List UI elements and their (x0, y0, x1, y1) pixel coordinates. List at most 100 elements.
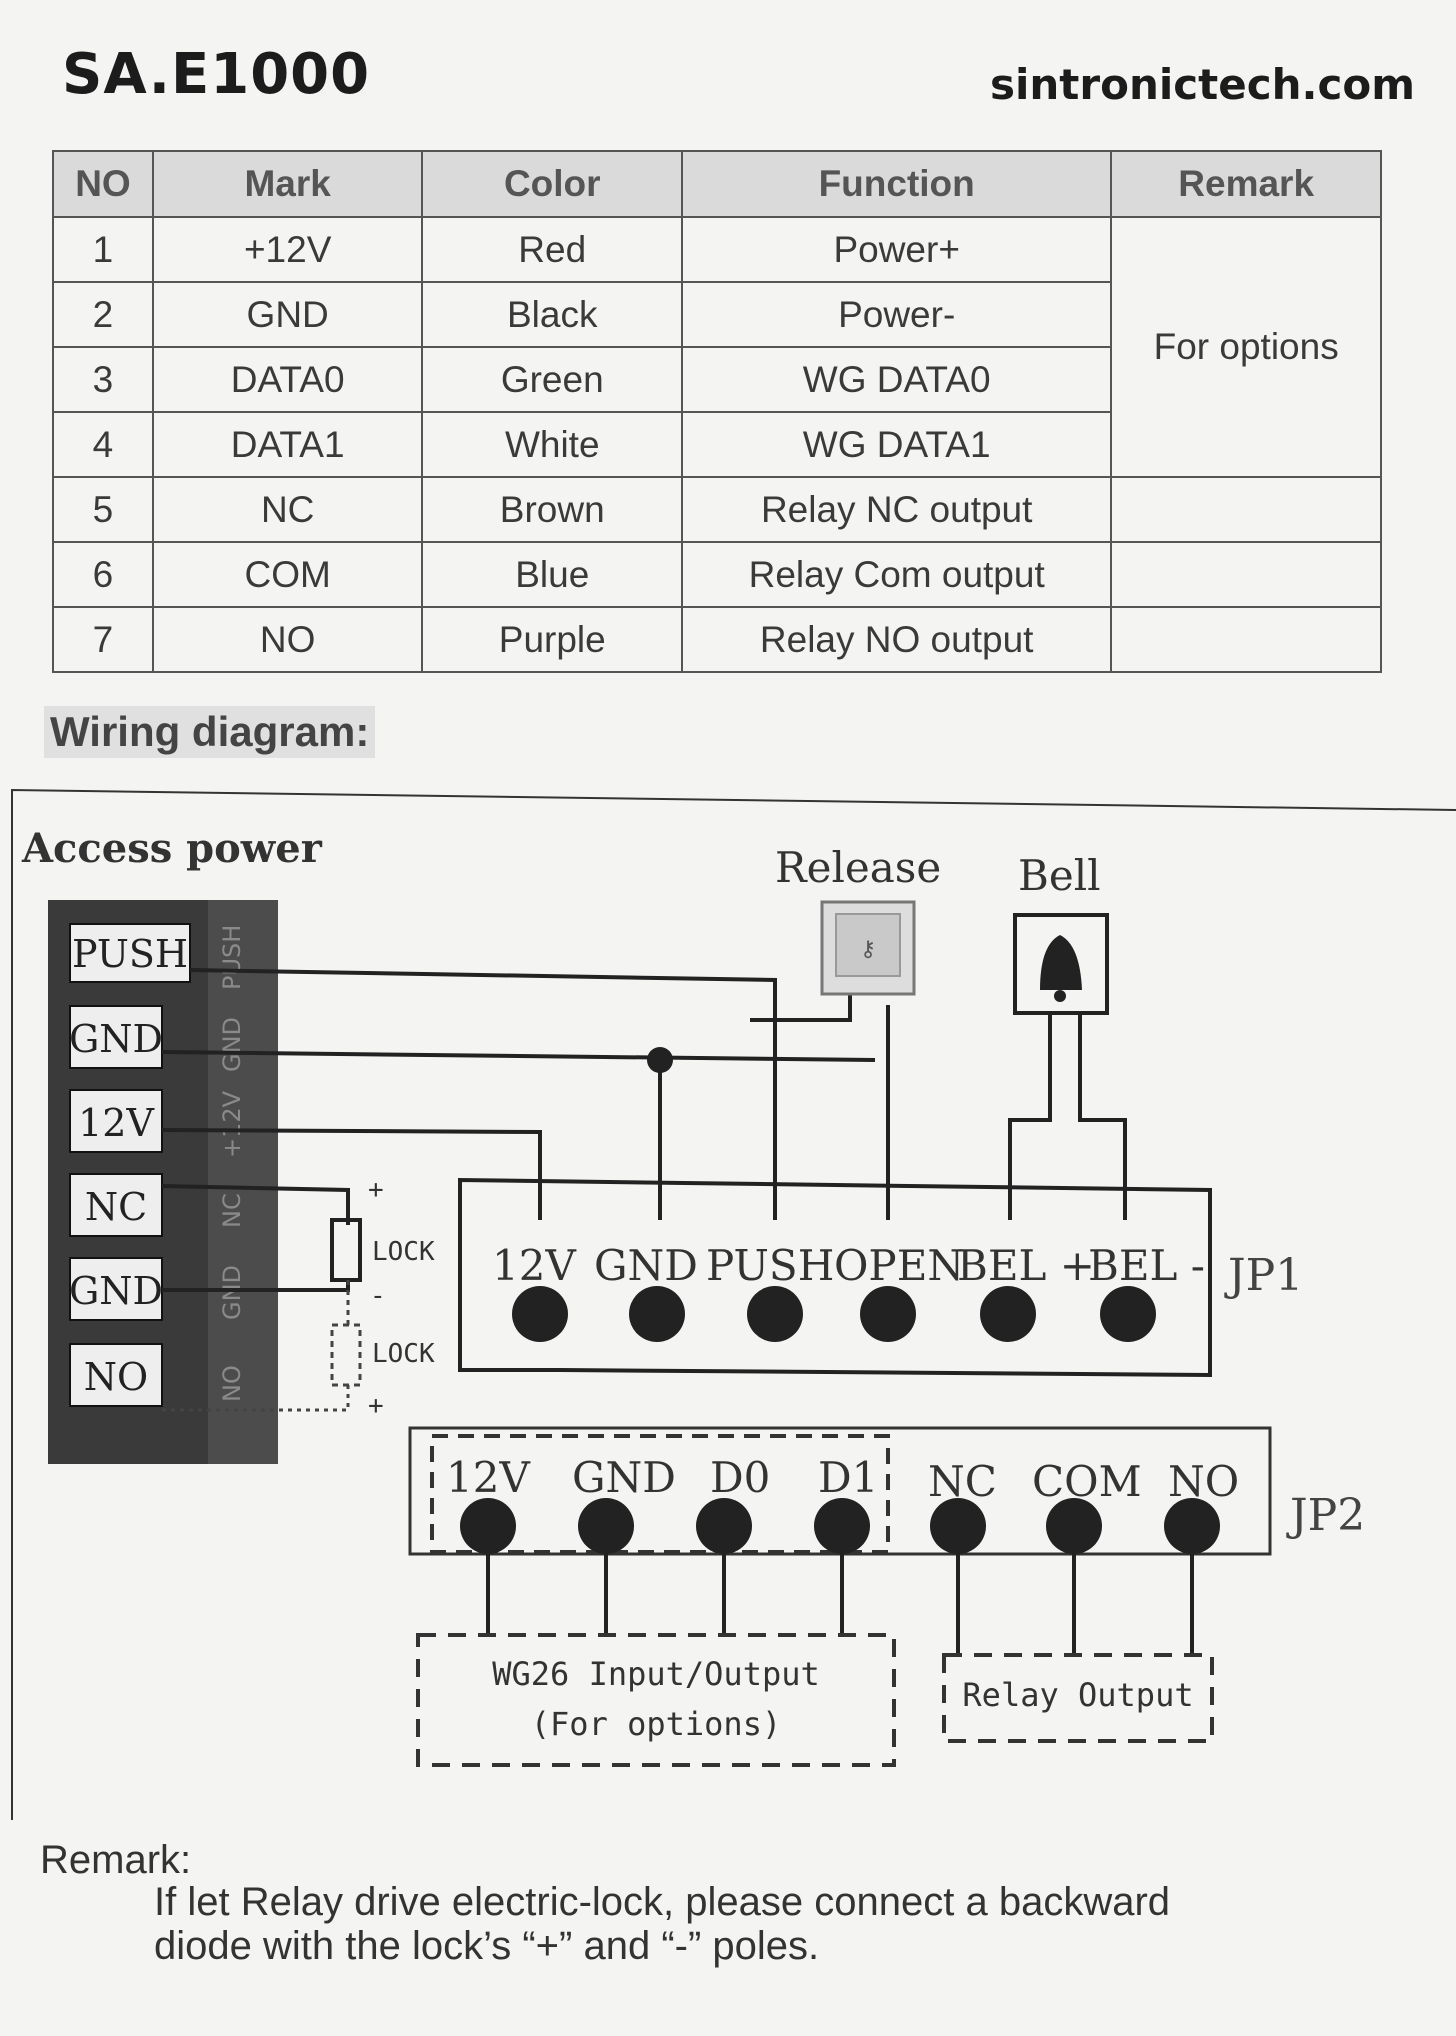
jp2-pin-label: D1 (818, 1453, 878, 1502)
terminal-label: PUSH (72, 932, 188, 976)
cell-function: WG DATA0 (681, 346, 1113, 413)
terminal-gnd-2 (69, 1257, 163, 1321)
cell-mark: +12V (151, 216, 424, 283)
wires (161, 968, 1212, 1378)
jp1-pin (980, 1286, 1036, 1342)
jp2-pin (814, 1498, 870, 1554)
jp2-pin-label: GND (572, 1453, 676, 1502)
lock-label: LOCK (372, 1237, 435, 1267)
cell-remark-empty (1110, 541, 1382, 608)
minus-sign: - (370, 1281, 386, 1311)
bell-device: Bell (1013, 851, 1109, 1015)
jp2-pin (696, 1498, 752, 1554)
cell-no: 6 (52, 541, 154, 608)
table-row: 1 +12V Red Power+ For options (52, 216, 1382, 478)
cell-function: WG DATA1 (681, 411, 1113, 478)
cell-function: Relay NO output (681, 606, 1113, 673)
terminal-label: NO (84, 1355, 148, 1399)
jp2-pin-label: NO (1168, 1457, 1239, 1506)
cell-function: Relay NC output (681, 476, 1113, 543)
jp1-pin (747, 1286, 803, 1342)
terminal-label: GND (69, 1017, 163, 1061)
jp1-pin-label: OPEN (834, 1241, 964, 1290)
lock-solid-icon (330, 1218, 362, 1282)
diagram-frame (11, 788, 1456, 1820)
release-button-device: Release ⚷ (775, 843, 941, 996)
jp2-pin-label: COM (1032, 1457, 1142, 1506)
header-mark: Mark (151, 150, 424, 218)
wire-spec-table: NO Mark Color Function Remark 1 +12V Red… (52, 150, 1382, 673)
table-row: 3 DATA0 Green WG DATA0 (52, 346, 1381, 413)
jp1-pin (629, 1286, 685, 1342)
jp1-label: JP1 (1224, 1250, 1303, 1301)
terminal-push (69, 923, 191, 983)
cell-remark-empty (1110, 476, 1382, 543)
wg26-label: WG26 Input/Output (492, 1655, 820, 1693)
cell-remark-options: For options (1110, 216, 1382, 478)
table-row: 2 GND Black Power- (52, 281, 1381, 348)
cell-function: Relay Com output (681, 541, 1113, 608)
access-power-terminal-block: PUSH GND 12V NC (48, 900, 278, 1248)
remark-heading: Remark: (40, 1838, 192, 1882)
jp1-pin-label: 12V (492, 1241, 576, 1290)
key-icon: ⚷ (860, 937, 876, 962)
side-label: PUSH (218, 925, 246, 990)
lock-dashed-icon (330, 1323, 362, 1387)
terminal-label: 12V (78, 1101, 154, 1145)
jp2-pin (930, 1498, 986, 1554)
table-row: 7 NO Purple Relay NO output (52, 606, 1382, 673)
cell-color: Blue (421, 541, 684, 608)
header-no: NO (52, 150, 154, 218)
website-url: sintronictech.com (990, 60, 1415, 109)
cell-mark: COM (151, 541, 424, 608)
bell-label: Bell (1018, 851, 1101, 900)
terminal-gnd (69, 1005, 163, 1069)
cell-color: Red (421, 216, 684, 283)
jp2-pin-label: 12V (446, 1453, 530, 1502)
document-title: SA.E1000 (62, 42, 371, 107)
cell-remark-empty (1110, 606, 1382, 673)
cell-mark: DATA0 (151, 346, 424, 413)
cell-color: White (421, 411, 684, 478)
side-label: NO (218, 1365, 246, 1402)
jp1-pin-label: BEL - (1088, 1241, 1205, 1290)
cell-no: 7 (52, 606, 154, 673)
junction-dot (647, 1047, 673, 1073)
jp2-pin-label: NC (928, 1457, 997, 1506)
side-label: GND (218, 1017, 246, 1072)
jp2-pin (1046, 1498, 1102, 1554)
cell-no: 1 (52, 216, 154, 283)
terminal-label: GND (69, 1269, 163, 1313)
jp2-pin (578, 1498, 634, 1554)
jp2-pin-label: D0 (710, 1453, 770, 1502)
cell-color: Purple (421, 606, 684, 673)
terminal-label: NC (85, 1185, 147, 1229)
jp1-pin (512, 1286, 568, 1342)
cell-color: Green (421, 346, 684, 413)
jp2-pin (460, 1498, 516, 1554)
wg26-options: (For options) (531, 1705, 781, 1743)
terminal-nc (69, 1173, 163, 1237)
access-power-title: Access power (21, 825, 323, 872)
table-row: 5 NC Brown Relay NC output (52, 476, 1382, 543)
bell-icon (1040, 935, 1082, 990)
wg26-box: WG26 Input/Output (For options) (416, 1633, 896, 1767)
table-row: 4 DATA1 White WG DATA1 (52, 411, 1381, 478)
access-power-terminal-block-lower: GND NO PUSH GND +12V NC GND NO (48, 925, 278, 1464)
lock-symbols: LOCK LOCK + - + (162, 1175, 435, 1421)
lock-label: LOCK (372, 1339, 435, 1369)
remark-text: If let Relay drive electric-lock, please… (154, 1880, 1171, 1968)
table-header-row: NO Mark Color Function Remark (52, 150, 1382, 218)
cell-no: 4 (52, 411, 154, 478)
jp2-pin (1164, 1498, 1220, 1554)
cell-no: 2 (52, 281, 154, 348)
jp2-connector: JP2 12V GND D0 D1 NC COM NO (408, 1426, 1365, 1655)
cell-function: Power- (681, 281, 1113, 348)
table-row: 6 COM Blue Relay Com output (52, 541, 1382, 608)
cell-mark: GND (151, 281, 424, 348)
cell-no: 3 (52, 346, 154, 413)
cell-mark: NC (151, 476, 424, 543)
release-label: Release (775, 843, 941, 892)
side-label: +12V (218, 1090, 246, 1158)
jp1-pin (860, 1286, 916, 1342)
